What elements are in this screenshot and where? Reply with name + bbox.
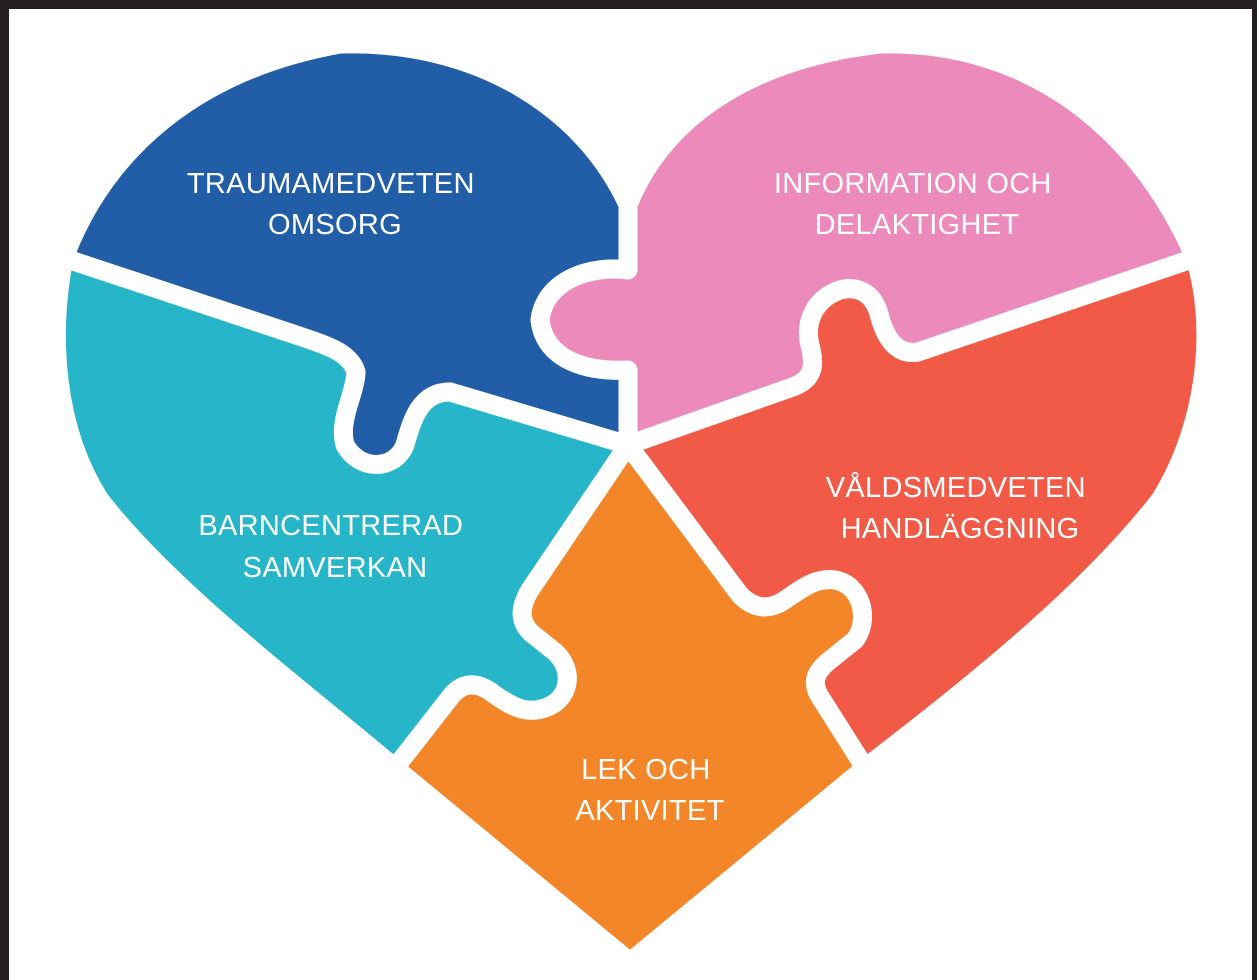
label-lek-line1: LEK OCH xyxy=(581,754,710,786)
label-traumamedveten: TRAUMAMEDVETEN OMSORG xyxy=(187,168,483,241)
label-barncentrerad-line2: SAMVERKAN xyxy=(243,552,428,584)
label-valdsmedveten: VÅLDSMEDVETEN HANDLÄGGNING xyxy=(826,471,1095,545)
piece-lek xyxy=(385,435,875,972)
label-information: INFORMATION OCH DELAKTIGHET xyxy=(774,168,1060,241)
label-information-line1: INFORMATION OCH xyxy=(774,168,1052,200)
label-lek: LEK OCH AKTIVITET xyxy=(575,754,724,827)
label-valdsmedveten-line2: HANDLÄGGNING xyxy=(841,513,1080,545)
label-traumamedveten-line2: OMSORG xyxy=(268,209,402,241)
label-valdsmedveten-line1: VÅLDSMEDVETEN xyxy=(826,471,1086,504)
label-barncentrerad: BARNCENTRERAD SAMVERKAN xyxy=(198,510,471,584)
label-lek-line2: AKTIVITET xyxy=(575,795,724,827)
label-traumamedveten-line1: TRAUMAMEDVETEN xyxy=(187,168,475,200)
label-information-line2: DELAKTIGHET xyxy=(815,209,1020,241)
label-barncentrerad-line1: BARNCENTRERAD xyxy=(198,510,463,542)
